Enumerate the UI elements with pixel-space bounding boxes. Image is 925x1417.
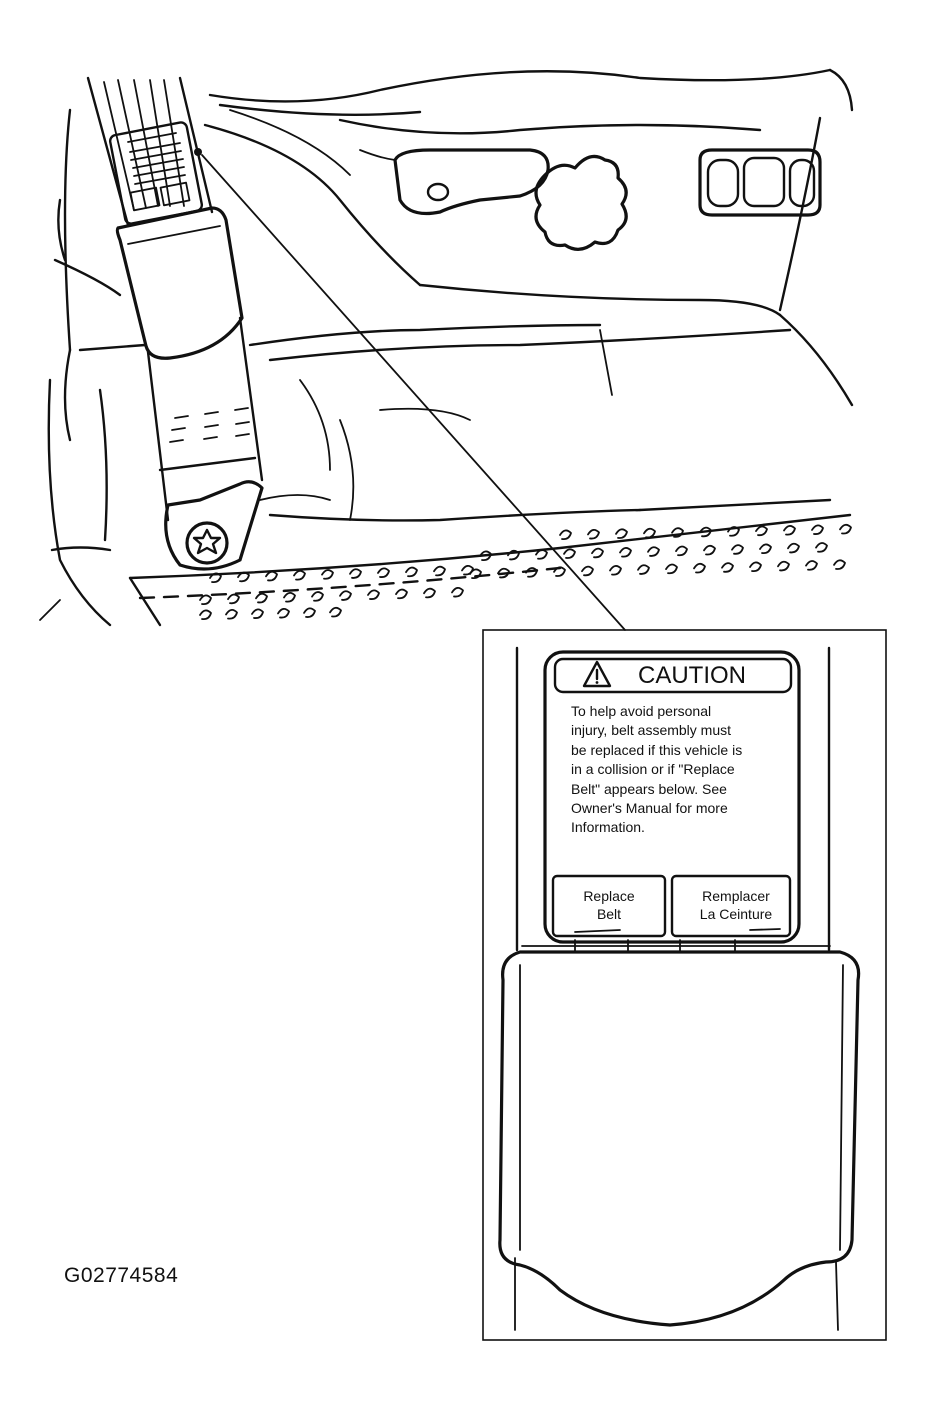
carpet-loop — [367, 589, 380, 600]
carpet-loop — [833, 559, 846, 570]
caution-body-line: Information. — [571, 819, 645, 835]
carpet-loop — [665, 563, 678, 575]
figure-id: G02774584 — [64, 1264, 179, 1287]
carpet-loop — [237, 571, 250, 583]
replace-belt-box — [551, 874, 667, 938]
carpet-loop — [839, 523, 852, 535]
replace-belt-line: Belt — [597, 906, 621, 922]
caution-body-line: Owner's Manual for more — [571, 800, 728, 816]
carpet-loop — [759, 543, 772, 555]
carpet-loop — [311, 591, 324, 602]
carpet-loop — [349, 568, 362, 579]
seat-recline-lever — [393, 148, 550, 216]
caution-body-line: Belt" appears below. See — [571, 781, 727, 797]
carpet-pattern — [199, 523, 852, 621]
carpet-loop — [329, 606, 342, 618]
seat-scene — [39, 68, 854, 631]
caution-body-line: in a collision or if "Replace — [571, 761, 735, 777]
carpet-loop — [671, 527, 684, 538]
detail-frame — [482, 629, 887, 1341]
carpet-loop — [811, 524, 824, 535]
caution-body-line: injury, belt assembly must — [571, 722, 731, 738]
carpet-loop — [637, 564, 650, 575]
carpet-loop — [451, 587, 464, 598]
carpet-loop — [783, 525, 796, 536]
caution-label — [543, 650, 801, 944]
carpet-loop — [199, 594, 212, 606]
carpet-loop — [255, 592, 268, 604]
caution-body-line: be replaced if this vehicle is — [571, 742, 742, 758]
carpet-loop — [339, 590, 352, 601]
remplacer-ceinture-line: Remplacer — [702, 888, 770, 904]
carpet-loop — [209, 572, 222, 584]
carpet-loop — [559, 529, 572, 541]
carpet-loop — [699, 526, 712, 538]
carpet-loop — [227, 593, 240, 605]
warning-triangle-icon — [582, 660, 612, 688]
carpet-loop — [225, 609, 238, 620]
carpet-loop — [619, 547, 632, 558]
carpet-loop — [321, 569, 334, 580]
carpet-loop — [647, 546, 660, 557]
caution-header-box — [553, 657, 793, 694]
power-seat-switch — [698, 148, 822, 217]
carpet-loop — [265, 570, 278, 582]
carpet-loop — [727, 526, 740, 537]
carpet-loop — [581, 565, 594, 577]
carpet-loop — [277, 608, 290, 619]
carpet-loop — [815, 542, 828, 553]
carpet-loop — [591, 547, 604, 559]
carpet-loop — [507, 549, 520, 561]
carpet-loop — [199, 609, 212, 621]
carpet-loop — [293, 570, 306, 581]
carpet-loop — [423, 587, 436, 599]
carpet-loop — [693, 562, 706, 574]
carpet-loop — [497, 567, 510, 579]
carpet-loop — [525, 567, 538, 578]
carpet-loop — [615, 528, 628, 539]
lumbar-knob — [534, 154, 628, 251]
carpet-loop — [609, 565, 622, 576]
carpet-loop — [675, 545, 688, 557]
carpet-loop — [395, 588, 408, 600]
caution-body-line: To help avoid personal — [571, 703, 711, 719]
belt-cover-small — [115, 206, 244, 360]
carpet-loop — [251, 608, 264, 619]
remplacer-ceinture-line: La Ceinture — [700, 906, 773, 922]
carpet-loop — [479, 550, 492, 562]
carpet-loop — [461, 565, 474, 576]
carpet-loop — [283, 592, 296, 603]
anchor-bolt — [185, 521, 229, 565]
carpet-loop — [731, 544, 744, 555]
carpet-loop — [563, 548, 576, 559]
carpet-loop — [749, 561, 762, 573]
belt-cover — [498, 950, 861, 1327]
remplacer-ceinture-box — [670, 874, 792, 938]
carpet-loop — [535, 549, 548, 560]
carpet-loop — [643, 527, 656, 539]
carpet-loop — [721, 562, 734, 573]
carpet-loop — [777, 560, 790, 572]
carpet-loop — [433, 565, 446, 577]
carpet-loop — [377, 567, 390, 578]
carpet-loop — [469, 568, 482, 580]
carpet-loop — [303, 607, 316, 618]
anchor-plate — [164, 480, 264, 571]
replace-belt-line: Replace — [583, 888, 635, 904]
carpet-loop — [787, 542, 800, 554]
carpet-loop — [587, 529, 600, 540]
carpet-loop — [553, 566, 566, 577]
carpet-loop — [703, 544, 716, 556]
carpet-loop — [405, 566, 418, 578]
caution-body: To help avoid personal injury, belt asse… — [571, 703, 742, 835]
carpet-loop — [805, 560, 818, 571]
detail-leader-line — [201, 154, 626, 631]
carpet-loop — [755, 525, 768, 537]
detail-inset: CAUTION To help avoid personal injury, b… — [482, 629, 887, 1341]
caution-heading: CAUTION — [638, 662, 746, 689]
